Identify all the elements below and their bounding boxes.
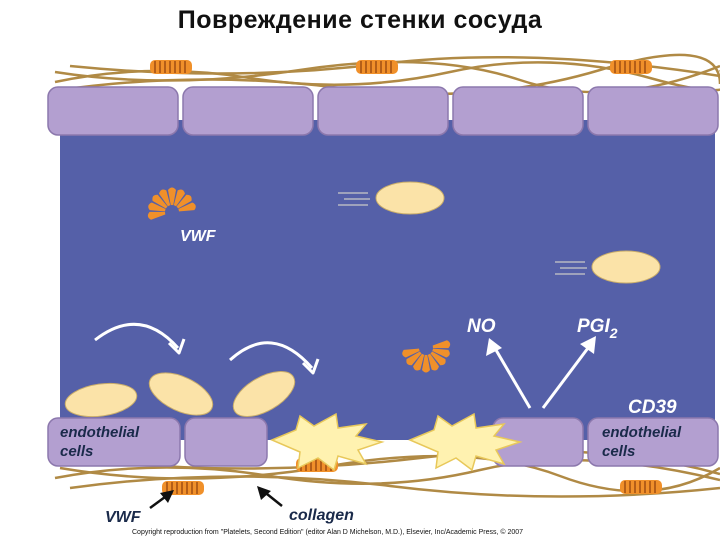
endothelial-cell	[184, 417, 268, 467]
vwf-lumen-label: VWF	[180, 228, 217, 245]
adhesion-arrow-1	[94, 322, 186, 355]
no-label: NO	[467, 316, 496, 337]
endothelial-cell	[47, 86, 179, 136]
endothelial-cell	[47, 417, 181, 467]
pgi2-label: PGI2	[577, 316, 618, 341]
endothelial-cells-right-label-line1: endothelial	[602, 424, 682, 441]
endothelial-cells-right-label-line2: cells	[602, 443, 635, 460]
injury-site-2	[408, 412, 523, 472]
adhering-platelet	[148, 372, 214, 416]
collagen-label: collagen	[289, 507, 354, 524]
no-release-arrow	[486, 338, 532, 409]
top-endothelium	[47, 86, 719, 136]
vwf-bottom-label: VWF	[105, 509, 142, 526]
vwf-pointer-arrow	[149, 490, 174, 510]
vwf-top-1	[149, 59, 193, 75]
vwf-top-2	[355, 59, 399, 75]
endothelial-cell	[587, 86, 719, 136]
flowing-platelet-2	[555, 250, 661, 284]
endothelial-cells-left-label-line2: cells	[60, 443, 93, 460]
endothelial-cell	[452, 86, 584, 136]
pgi-text: PGI	[577, 316, 610, 337]
flowing-platelet-1	[338, 181, 445, 215]
adhesion-arrow-2	[228, 341, 320, 375]
endothelial-cell	[587, 417, 719, 467]
injury-site-1	[270, 412, 385, 472]
endothelial-cell	[317, 86, 449, 136]
bottom-endothelium	[47, 417, 719, 467]
collagen-pointer-arrow	[257, 486, 283, 507]
copyright-note: Copyright reproduction from "Platelets, …	[132, 529, 524, 536]
cd39-label: CD39	[628, 397, 677, 418]
adhering-platelet	[232, 371, 296, 417]
page-title: Повреждение стенки сосуда	[177, 6, 543, 34]
endothelial-cells-left-label-line1: endothelial	[60, 424, 140, 441]
vwf-bottom-3	[619, 479, 663, 495]
pgi2-release-arrow	[541, 336, 596, 409]
vwf-top-3	[609, 59, 653, 75]
endothelial-cell	[182, 86, 314, 136]
pgi-subscript: 2	[609, 325, 618, 341]
adhering-platelet	[64, 382, 138, 418]
